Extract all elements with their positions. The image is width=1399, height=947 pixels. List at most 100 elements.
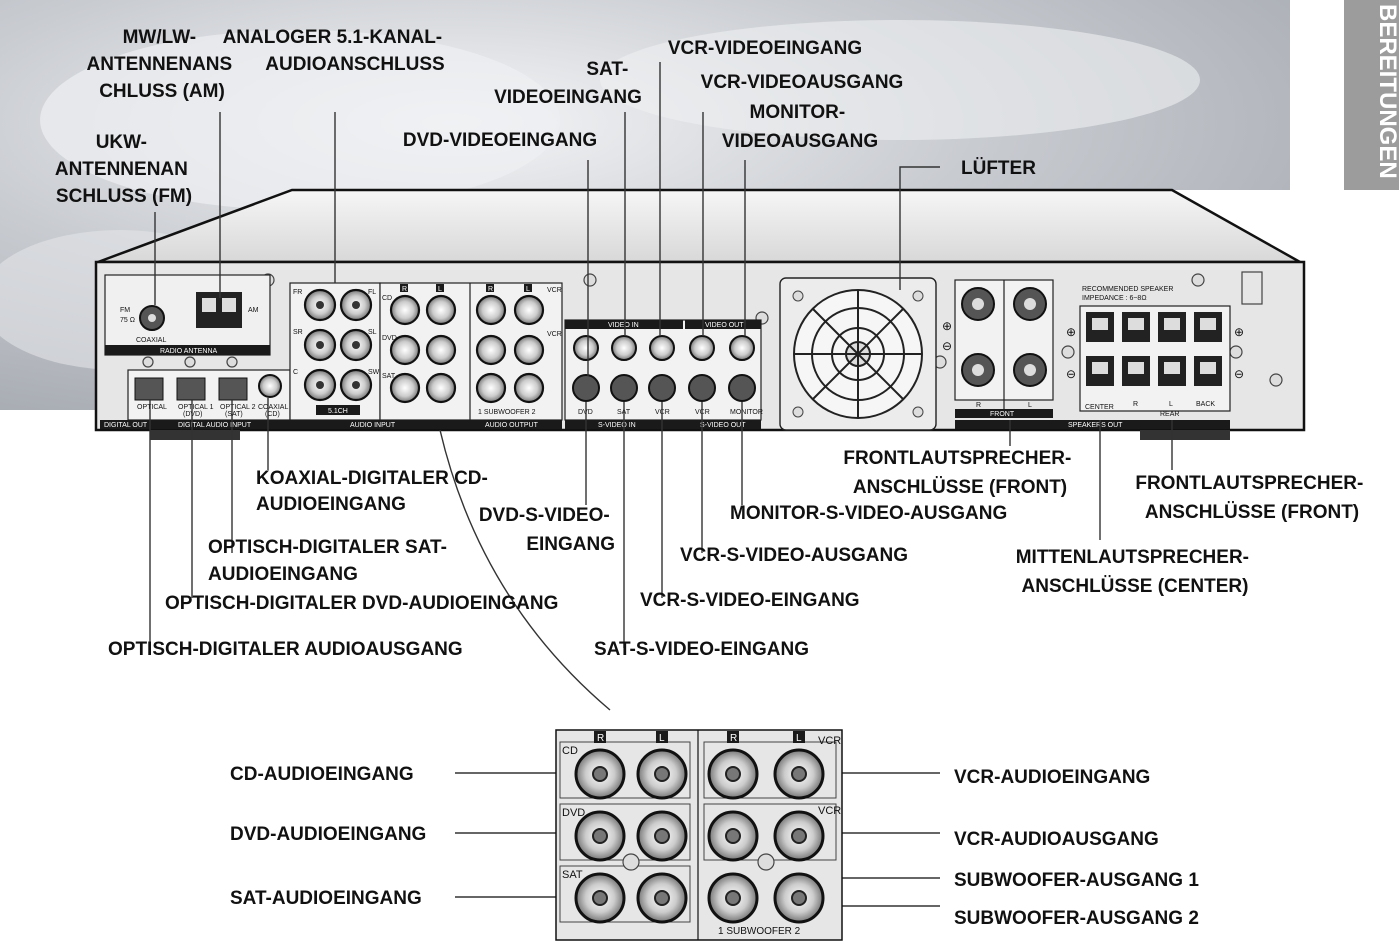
zoom-l-2: L	[796, 733, 802, 744]
zoom-vcr-2: VCR	[818, 805, 841, 817]
jack-monitor-video-out[interactable]	[729, 335, 755, 361]
cd-text: CD	[382, 295, 392, 302]
rear-r-text: R	[1133, 401, 1138, 408]
jack-sub-2[interactable]	[513, 372, 545, 404]
leader-lines	[149, 62, 1173, 907]
ch-sr-text: SR	[293, 329, 303, 336]
label-center-speakers: MITTENLAUTSPRECHER- ANSCHLÜSSE (CENTER)	[1016, 547, 1255, 597]
label-dvd-svideo-in: DVD-S-VIDEO- EINGANG	[479, 505, 615, 555]
label-sub-out-2: SUBWOOFER-AUSGANG 2	[954, 908, 1199, 929]
jack-dvd-svideo-in[interactable]	[572, 374, 600, 402]
zoom-r-2: R	[730, 733, 737, 744]
jack-vcr-out-r[interactable]	[475, 334, 507, 366]
analog-51ch-section: FR FL SR SL C SW 5.1CH	[289, 282, 381, 421]
front-text: FRONT	[990, 411, 1015, 418]
label-dvd-video-in: DVD-VIDEOEINGANG	[403, 130, 597, 151]
jack-vcr-video-out[interactable]	[689, 335, 715, 361]
ch51-text: 5.1CH	[328, 408, 348, 415]
audio-output-text: AUDIO OUTPUT	[485, 422, 539, 429]
jack-vcr-svideo-in[interactable]	[648, 374, 676, 402]
side-tab: BEREITUNGEN	[1344, 0, 1399, 190]
side-tab-text: BEREITUNGEN	[1374, 4, 1399, 179]
speakers-out-text: SPEAKERS OUT	[1068, 422, 1123, 429]
r-text-1: R	[402, 286, 407, 293]
label-vcr-svideo-in: VCR-S-VIDEO-EINGANG	[640, 590, 860, 611]
jack-vcr-svideo-out[interactable]	[688, 374, 716, 402]
label-vcr-video-out: VCR-VIDEOAUSGANG	[701, 72, 904, 93]
s-video-in-text: S-VIDEO IN	[598, 422, 636, 429]
optical2-sat-jack[interactable]	[218, 377, 248, 401]
optical-text: OPTICAL	[137, 404, 167, 411]
screws	[142, 273, 1283, 387]
jack-sat-video-in[interactable]	[611, 335, 637, 361]
coaxial-cd-jack[interactable]	[258, 374, 282, 398]
jack-sub-1[interactable]	[475, 372, 507, 404]
label-vcr-audio-out: VCR-AUDIOAUSGANG	[954, 829, 1159, 850]
rear-text: REAR	[1160, 411, 1179, 418]
front-l-text: L	[1028, 402, 1032, 409]
radio-antenna-text: RADIO ANTENNA	[160, 348, 218, 355]
fan-grille	[779, 277, 937, 431]
zoom-vcr-1: VCR	[818, 735, 841, 747]
jack-cd-r[interactable]	[389, 294, 421, 326]
label-opt-out: OPTISCH-DIGITALER AUDIOAUSGANG	[108, 639, 463, 660]
optical1-dvd-jack[interactable]	[176, 377, 206, 401]
ch-c-text: C	[293, 369, 298, 376]
jack-vcr-out-l[interactable]	[513, 334, 545, 366]
callout-labels: MW/LW- ANTENNENANS CHLUSS (AM) ANALOGER …	[55, 27, 1364, 929]
zoom-inset: R L R L CD DVD SAT VCR VCR 1 SUB	[555, 729, 843, 941]
digital-audio-input-text: DIGITAL AUDIO INPUT	[178, 422, 252, 429]
optical2-text: OPTICAL 2	[220, 404, 256, 411]
label-opt-sat: OPTISCH-DIGITALER SAT- AUDIOEINGANG	[208, 537, 452, 585]
label-front-speakers: FRONTLAUTSPRECHER- ANSCHLÜSSE (FRONT)	[843, 448, 1076, 498]
jack-sat-l[interactable]	[425, 372, 457, 404]
rear-minus-text-l: ⊖	[1066, 367, 1076, 381]
jack-sat-r[interactable]	[389, 372, 421, 404]
sat-text: SAT	[382, 373, 396, 380]
coaxial-short-text: COAXIAL	[258, 404, 288, 411]
label-cd-audio-in: CD-AUDIOEINGANG	[230, 764, 414, 785]
jack-dvd-l[interactable]	[425, 334, 457, 366]
label-mw-lw: MW/LW- ANTENNENANS CHLUSS (AM)	[87, 27, 238, 102]
back-text: BACK	[1196, 401, 1215, 408]
jack-vcr-video-in[interactable]	[649, 335, 675, 361]
label-monitor-video-out: MONITOR- VIDEOAUSGANG	[722, 102, 878, 152]
label-sat-audio-in: SAT-AUDIOEINGANG	[230, 888, 422, 909]
label-opt-dvd: OPTISCH-DIGITALER DVD-AUDIOEINGANG	[165, 593, 558, 614]
zoom-subwoofer: 1 SUBWOOFER 2	[718, 926, 801, 937]
label-sub-out-1: SUBWOOFER-AUSGANG 1	[954, 870, 1199, 891]
video-in-text: VIDEO IN	[608, 322, 639, 329]
vcr-text-2: VCR	[547, 331, 562, 338]
vcr-text-1: VCR	[547, 287, 562, 294]
front-minus-text: ⊖	[942, 339, 952, 353]
jack-dvd-r[interactable]	[389, 334, 421, 366]
jack-vcr-in-l[interactable]	[513, 294, 545, 326]
ch-sl-text: SL	[368, 329, 377, 336]
label-vcr-audio-in: VCR-AUDIOEINGANG	[954, 767, 1150, 788]
optical-out-jack[interactable]	[134, 377, 164, 401]
sv-monitor-text: MONITOR	[730, 409, 763, 416]
audio-io-section: R L R L CD DVD SAT VCR VCR 1 SUBWOOFER 2…	[290, 282, 563, 429]
ch-sw-text: SW	[368, 369, 380, 376]
zoom-l-1: L	[659, 733, 665, 744]
label-monitor-svideo-out: MONITOR-S-VIDEO-AUSGANG	[730, 503, 1007, 524]
jack-monitor-svideo-out[interactable]	[728, 374, 756, 402]
jack-dvd-video-in[interactable]	[573, 335, 599, 361]
subwoofer-text: 1 SUBWOOFER 2	[478, 409, 536, 416]
jack-vcr-in-r[interactable]	[475, 294, 507, 326]
rear-plus-text-r: ⊕	[1234, 325, 1244, 339]
cd-paren-text: (CD)	[265, 411, 280, 418]
front-plus-text: ⊕	[942, 319, 952, 333]
front-speaker-section: ⊕ ⊖ R L FRONT	[942, 279, 1054, 418]
center-text: CENTER	[1085, 404, 1114, 411]
jack-sat-svideo-in[interactable]	[610, 374, 638, 402]
sat-paren-text: (SAT)	[225, 411, 243, 418]
label-ukw: UKW- ANTENNENAN SCHLUSS (FM)	[55, 132, 193, 207]
optical1-text: OPTICAL 1	[178, 404, 214, 411]
jack-cd-l[interactable]	[425, 294, 457, 326]
ch-fr-text: FR	[293, 289, 302, 296]
label-coax-cd: KOAXIAL-DIGITALER CD- AUDIOEINGANG	[256, 468, 493, 515]
audio-input-text: AUDIO INPUT	[350, 422, 396, 429]
